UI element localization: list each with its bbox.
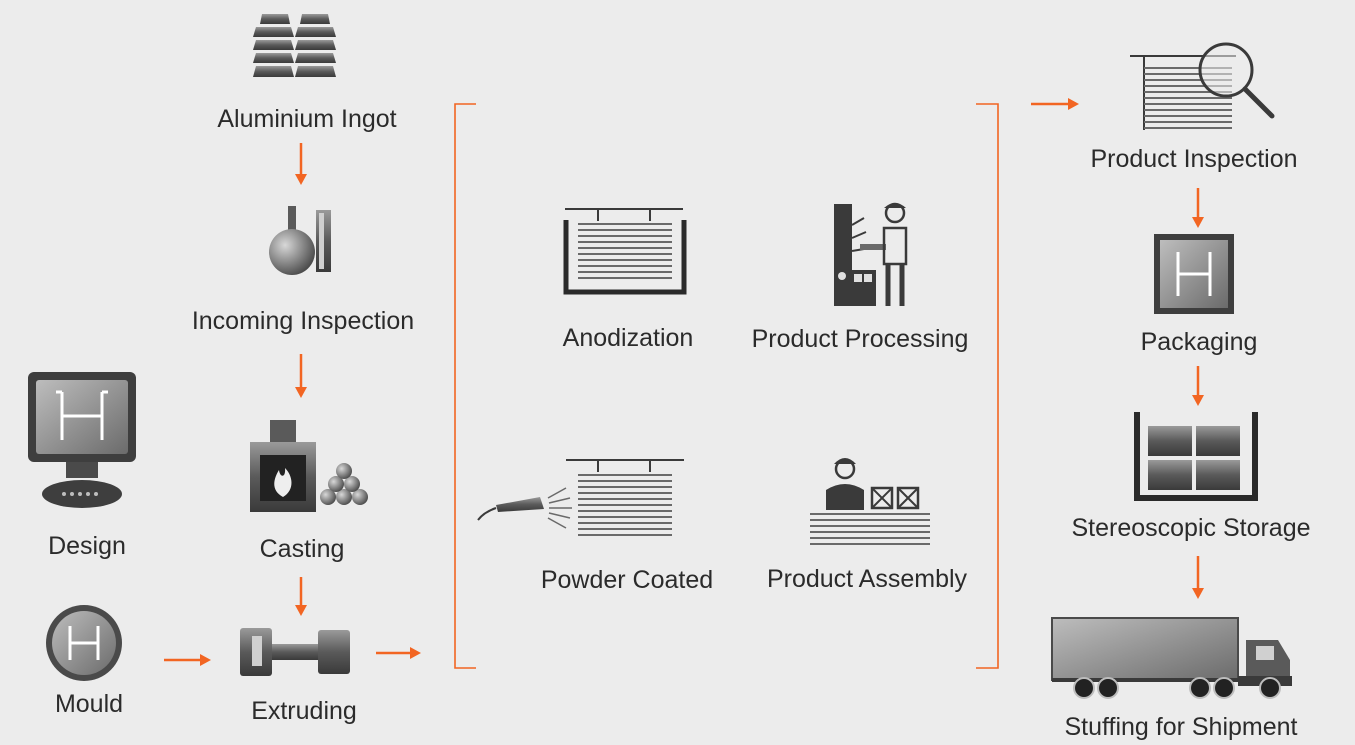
label-aluminium-ingot: Aluminium Ingot (217, 105, 397, 133)
label-product-assembly: Product Assembly (766, 565, 968, 593)
arrow-casting-to-extruding (295, 577, 307, 616)
label-stuffing-for-shipment: Stuffing for Shipment (1064, 713, 1298, 741)
label-casting: Casting (259, 535, 345, 563)
label-product-processing: Product Processing (751, 325, 969, 353)
label-incoming-inspection: Incoming Inspection (191, 307, 415, 335)
label-packaging: Packaging (1140, 328, 1258, 356)
arrow-inspection-to-casting (295, 354, 307, 398)
label-extruding: Extruding (251, 697, 357, 725)
label-stereoscopic-storage: Stereoscopic Storage (1071, 514, 1311, 542)
ingot-stack-icon (253, 14, 336, 77)
truck-icon (1051, 617, 1292, 699)
label-powder-coated: Powder Coated (540, 566, 714, 594)
storage-rack-icon (1134, 412, 1258, 501)
arrow-storage-to-shipment (1192, 556, 1204, 599)
arrow-to-product-inspection (1031, 98, 1079, 110)
right-bracket (976, 103, 999, 669)
magnifier-icon (1130, 42, 1275, 130)
mould-icon (46, 605, 122, 681)
computer-monitor-icon (28, 372, 136, 508)
label-anodization: Anodization (562, 324, 694, 352)
assembly-worker-icon (810, 458, 930, 545)
extruder-icon (240, 628, 350, 676)
furnace-icon (250, 420, 368, 512)
left-bracket (454, 103, 476, 669)
spray-gun-icon (477, 459, 684, 536)
anodizing-tank-icon (563, 208, 687, 295)
arrow-packaging-to-storage (1192, 366, 1204, 406)
package-box-icon (1154, 234, 1234, 314)
arrow-mould-to-extruding (164, 654, 211, 666)
arrow-inspection-to-packaging (1192, 188, 1204, 228)
arrow-extruding-to-surface (376, 647, 421, 659)
arrow-ingot-to-inspection (295, 143, 307, 185)
label-product-inspection: Product Inspection (1090, 145, 1298, 173)
label-mould: Mould (54, 690, 124, 718)
flask-icon (269, 206, 331, 275)
machining-worker-icon (834, 202, 908, 306)
label-design: Design (48, 532, 126, 560)
